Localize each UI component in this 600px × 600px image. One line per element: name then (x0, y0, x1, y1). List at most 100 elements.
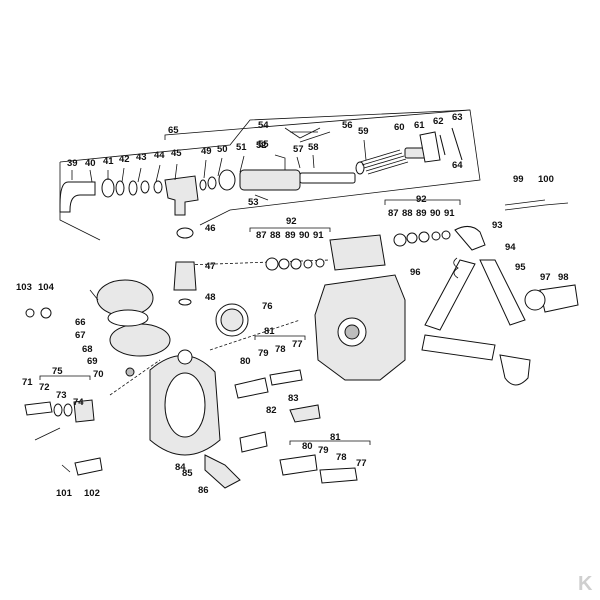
callout-50: 50 (217, 144, 228, 155)
valve-80-upper (234, 377, 269, 399)
callout-67: 67 (75, 330, 86, 341)
callout-101: 101 (56, 488, 73, 499)
callout-58: 58 (308, 142, 319, 153)
callout-52: 52 (256, 140, 267, 151)
ring-87-upper (265, 257, 279, 271)
callout-77-lower: 77 (356, 458, 367, 469)
callout-104: 104 (38, 282, 55, 293)
callout-102: 102 (84, 488, 100, 499)
fitting-85-86 (204, 454, 241, 489)
ring-plate-center (164, 372, 206, 438)
callout-96: 96 (410, 267, 421, 278)
callout-76: 76 (262, 301, 273, 312)
coupling-97 (524, 289, 546, 311)
ring-72 (53, 403, 63, 417)
callout-79-upper: 79 (258, 348, 269, 359)
pipe-lower (421, 334, 496, 361)
callout-84: 84 (175, 462, 186, 473)
callout-51: 51 (236, 142, 247, 153)
washer-41 (115, 180, 125, 196)
bracket-65 (164, 109, 471, 140)
clip-56 (299, 131, 331, 143)
cap-104 (40, 307, 52, 319)
callout-48: 48 (205, 292, 216, 303)
pipe-96 (424, 259, 476, 331)
valve-82 (239, 431, 268, 453)
ring-42 (128, 180, 138, 196)
stud-top (177, 349, 193, 365)
bracket-92-right (384, 199, 461, 205)
callout-45: 45 (171, 148, 182, 159)
ring-58 (355, 161, 365, 175)
ring-90-right (431, 231, 441, 241)
leaders-top-right (296, 139, 367, 169)
pin-101 (61, 464, 71, 473)
callout-41: 41 (103, 156, 114, 167)
ring-49 (199, 179, 207, 191)
callout-65: 65 (168, 125, 179, 136)
bolt-53 (254, 194, 269, 201)
callout-92-right: 92 (416, 194, 427, 205)
fitting-83 (289, 404, 321, 423)
callout-89-upper: 89 (285, 230, 296, 241)
callout-64: 64 (452, 160, 463, 171)
ring-50 (207, 176, 217, 190)
pin-100 (544, 202, 569, 206)
clip-54 (284, 127, 321, 139)
ring-68 (107, 309, 149, 327)
pump-port-inner (344, 324, 360, 340)
leaders-top-left (71, 163, 178, 183)
housing-45 (164, 175, 199, 216)
callout-72: 72 (39, 382, 50, 393)
valve-stem (34, 427, 61, 441)
valve-80-lower (279, 454, 318, 476)
callout-88-right: 88 (402, 208, 413, 219)
callout-54: 54 (258, 120, 269, 131)
callout-93: 93 (492, 220, 503, 231)
callout-90-upper: 90 (299, 230, 310, 241)
nut-70 (125, 367, 135, 377)
callout-73: 73 (56, 390, 67, 401)
brand-logo: K (578, 573, 593, 595)
clip-99 (504, 199, 546, 211)
callout-55: 55 (258, 139, 269, 150)
callout-43: 43 (136, 152, 147, 163)
bracket-81-lower (289, 440, 371, 445)
gauge-face (220, 308, 244, 332)
rod-57 (299, 172, 356, 184)
valve-78-upper (269, 369, 303, 386)
ring-91-upper (315, 258, 325, 268)
valve-78-lower (319, 467, 358, 484)
pipe-95 (479, 259, 526, 326)
ring-91-right (441, 230, 451, 240)
leader-dashed-2 (209, 319, 301, 351)
callout-92-upper: 92 (286, 216, 297, 227)
callout-79-lower: 79 (318, 445, 329, 456)
fork-102 (74, 457, 103, 476)
callout-56: 56 (342, 120, 353, 131)
pin-62 (439, 134, 446, 156)
bracket-81-upper (254, 335, 306, 340)
callout-70: 70 (93, 369, 104, 380)
callout-98: 98 (558, 272, 569, 283)
callout-42: 42 (119, 154, 130, 165)
callout-88-upper: 88 (270, 230, 281, 241)
valve-71 (24, 401, 53, 416)
ring-89-upper (290, 258, 302, 270)
callout-86: 86 (198, 485, 209, 496)
callout-53: 53 (248, 197, 259, 208)
elbow-39 (59, 181, 96, 213)
callout-46: 46 (205, 223, 216, 234)
ring-44 (153, 180, 163, 194)
ring-46 (176, 227, 194, 239)
callout-78-upper: 78 (275, 344, 286, 355)
elbow-93 (454, 226, 486, 251)
callout-91-right: 91 (444, 208, 455, 219)
callout-80-upper: 80 (240, 356, 251, 367)
callout-90-right: 90 (430, 208, 441, 219)
callout-74: 74 (73, 397, 84, 408)
callout-39: 39 (67, 158, 78, 169)
callout-69: 69 (87, 356, 98, 367)
bracket-92-left (249, 227, 331, 232)
fitting-47 (173, 261, 197, 291)
